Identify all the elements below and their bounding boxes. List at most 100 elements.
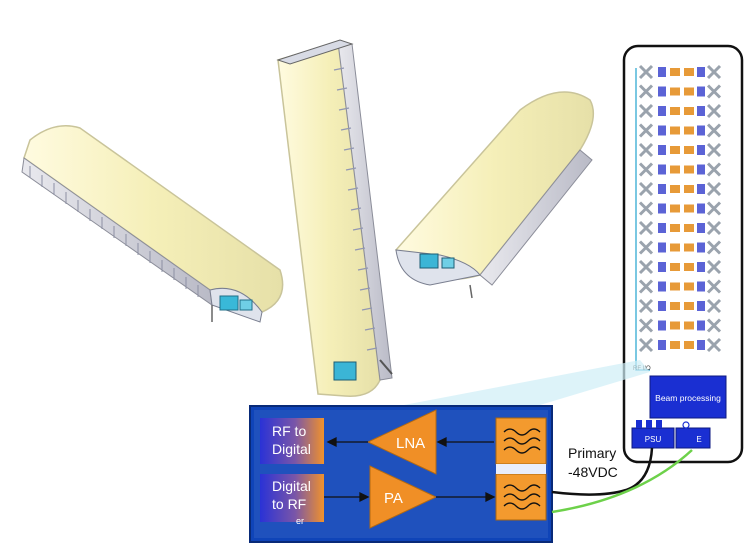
element-port xyxy=(697,184,705,194)
rf-to-digital-label-2: Digital xyxy=(272,441,311,457)
element-port xyxy=(697,242,705,253)
element-amp xyxy=(670,107,680,115)
element-amp xyxy=(670,302,680,310)
digital-to-rf-label-2: to RF xyxy=(272,496,306,512)
element-port xyxy=(697,203,705,214)
element-port xyxy=(658,106,666,116)
element-cross xyxy=(638,84,654,99)
element-port xyxy=(658,262,666,272)
element-amp xyxy=(684,165,694,174)
element-port xyxy=(658,145,666,155)
rf-to-digital-block xyxy=(260,418,324,464)
e-block xyxy=(675,427,711,449)
element-cross xyxy=(638,142,654,158)
element-port xyxy=(658,203,666,214)
element-cross xyxy=(706,201,722,216)
zoom-callout xyxy=(404,360,650,405)
element-port xyxy=(658,67,666,77)
element-amp xyxy=(670,341,680,349)
element-cross xyxy=(638,279,654,294)
beam-processing-block xyxy=(649,375,727,419)
element-cross xyxy=(638,337,654,353)
element-amp xyxy=(670,263,680,271)
element-cross xyxy=(638,64,654,80)
element-port xyxy=(658,242,666,253)
green-cable xyxy=(551,449,693,514)
element-cross xyxy=(706,64,722,80)
primary-power-cable xyxy=(551,447,654,496)
element-port xyxy=(697,106,705,116)
element-amp xyxy=(670,68,680,76)
digital-to-rf-sub: er xyxy=(296,516,304,526)
element-cross xyxy=(706,84,722,99)
element-port xyxy=(697,145,705,155)
element-cross xyxy=(706,142,722,158)
element-amp xyxy=(684,204,694,213)
element-port xyxy=(658,301,666,311)
beam-processing-label: Beam processing xyxy=(655,393,721,403)
element-port xyxy=(697,262,705,272)
element-port xyxy=(658,320,666,331)
element-cross xyxy=(706,279,722,294)
element-amp xyxy=(684,263,694,271)
element-cross xyxy=(706,181,722,197)
element-amp xyxy=(670,185,680,193)
element-amp xyxy=(670,165,680,174)
element-amp xyxy=(684,224,694,232)
element-amp xyxy=(684,87,694,96)
element-cross xyxy=(638,298,654,314)
element-cross xyxy=(638,162,654,177)
lna-label: LNA xyxy=(396,435,425,452)
psu-label: PSU xyxy=(645,435,662,444)
element-port xyxy=(658,164,666,175)
element-cross xyxy=(638,103,654,119)
element-cross xyxy=(638,123,654,138)
power-label-1: Primary xyxy=(568,445,616,461)
element-port xyxy=(658,184,666,194)
tx-filter xyxy=(495,473,547,521)
element-cross xyxy=(638,181,654,197)
element-port xyxy=(697,340,705,350)
element-cross xyxy=(706,220,722,236)
lna-amplifier xyxy=(366,409,437,475)
element-port xyxy=(697,86,705,97)
element-port xyxy=(697,301,705,311)
element-cross xyxy=(706,103,722,119)
element-amp xyxy=(670,243,680,252)
element-port xyxy=(658,281,666,292)
element-amp xyxy=(684,302,694,310)
element-amp xyxy=(670,321,680,330)
element-amp xyxy=(684,321,694,330)
element-amp xyxy=(670,204,680,213)
element-amp xyxy=(684,126,694,135)
element-amp xyxy=(684,68,694,76)
e-label: E xyxy=(696,435,701,444)
element-cross xyxy=(706,123,722,138)
element-port xyxy=(658,340,666,350)
element-port xyxy=(658,86,666,97)
element-amp xyxy=(684,341,694,349)
element-port xyxy=(658,125,666,136)
element-cross xyxy=(706,162,722,177)
antenna-left xyxy=(21,125,284,323)
element-cross xyxy=(706,318,722,333)
transceiver-panel: RF to Digital Digital to RF er LNA PA xyxy=(249,405,553,543)
element-amp xyxy=(670,224,680,232)
rack-element-rows xyxy=(638,64,722,353)
element-amp xyxy=(684,107,694,115)
pa-label: PA xyxy=(384,490,403,507)
element-amp xyxy=(670,146,680,154)
element-cross xyxy=(638,220,654,236)
element-port xyxy=(697,281,705,292)
digital-to-rf-block xyxy=(260,474,324,522)
element-amp xyxy=(684,185,694,193)
element-port xyxy=(697,164,705,175)
antenna-rack: Beam processing RF I/O PSU E xyxy=(622,44,744,464)
element-cross xyxy=(638,240,654,255)
element-cross xyxy=(638,259,654,275)
element-amp xyxy=(670,126,680,135)
element-port xyxy=(697,67,705,77)
element-cross xyxy=(706,240,722,255)
element-amp xyxy=(670,282,680,291)
